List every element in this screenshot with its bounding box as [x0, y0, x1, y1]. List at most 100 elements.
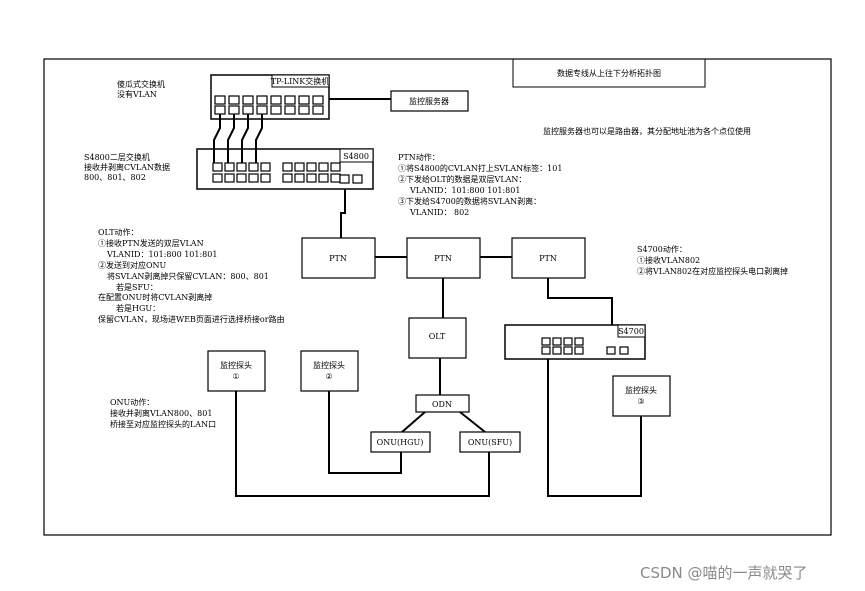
tplink-port	[256, 95, 268, 105]
svg-text:ONU动作：: ONU动作：	[110, 397, 154, 407]
s4700-port	[541, 346, 551, 355]
s4800-label: S4800	[343, 152, 369, 161]
svg-text:VLANID：101:800 101:801: VLANID：101:800 101:801	[106, 250, 217, 259]
s4800-ports	[212, 162, 363, 184]
olt-box	[408, 317, 467, 359]
tplink-switch: TP-LINK交换机	[210, 74, 330, 120]
tplink-port	[256, 105, 268, 115]
s4700-port	[541, 337, 551, 346]
monitor-server-box	[390, 90, 469, 112]
ptn-action-note: PTN动作： ①将S4800的CVLAN打上SVLAN标签：101 ②下发给OL…	[398, 152, 562, 217]
svg-text:接收并剥离VLAN800、801: 接收并剥离VLAN800、801	[110, 408, 212, 418]
onu-sfu-label: ONU(SFU)	[468, 438, 512, 447]
s4800-port	[236, 162, 247, 172]
svg-text:没有VLAN: 没有VLAN	[117, 89, 157, 99]
tplink-ports	[214, 95, 324, 115]
title-box	[512, 58, 706, 88]
s4700-port	[563, 346, 573, 355]
link-ptn-s4700	[547, 278, 613, 325]
svg-text:桥接至对应监控探头的LAN口: 桥接至对应监控探头的LAN口	[110, 419, 216, 429]
s4800-port	[330, 162, 341, 172]
s4700-label: S4700	[618, 327, 644, 336]
s4800-note: S4800二层交换机 接收并剥离CVLAN数据 800、801、802	[84, 152, 170, 182]
s4800-port	[248, 173, 259, 183]
tplink-port	[270, 105, 282, 115]
svg-text:VLANID： 802: VLANID： 802	[409, 208, 469, 217]
tplink-port	[284, 105, 296, 115]
patch-cable	[255, 114, 263, 163]
s4800-port	[212, 173, 223, 183]
svg-text:②下发给OLT的数据是双层VLAN：: ②下发给OLT的数据是双层VLAN：	[398, 174, 526, 184]
s4700-uplink-port	[619, 346, 629, 355]
tplink-port	[284, 95, 296, 105]
s4700-port	[574, 337, 584, 346]
ptn-label-2: PTN	[434, 254, 452, 263]
svg-text:将SVLAN剥离掉只保留CVLAN：800、801: 将SVLAN剥离掉只保留CVLAN：800、801	[107, 271, 269, 281]
diagram-frame	[43, 58, 832, 536]
camera-number-2: ②	[325, 372, 332, 381]
s4800-port	[306, 162, 317, 172]
monitor-server-note: 监控服务器也可以是路由器，其分配地址池为各个点位使用	[543, 126, 751, 136]
svg-text:保留CVLAN，现场进WEB页面进行选择桥接or路由: 保留CVLAN，现场进WEB页面进行选择桥接or路由	[98, 314, 285, 324]
tplink-port	[312, 105, 324, 115]
s4800-port	[306, 173, 317, 183]
svg-text:S4700动作：: S4700动作：	[637, 244, 687, 254]
s4700-uplink-port	[606, 346, 616, 355]
link-odn-onu-sfu	[459, 411, 486, 433]
odn-label: ODN	[432, 400, 452, 409]
s4800-port	[260, 173, 271, 183]
svg-text:②将VLAN802在对应监控探头电口剥离掉: ②将VLAN802在对应监控探头电口剥离掉	[637, 266, 788, 276]
patch-cable	[227, 114, 235, 163]
s4800-port	[260, 162, 271, 172]
link-camera1-onu-sfu	[235, 391, 490, 497]
s4700-switch: S4700	[504, 324, 646, 360]
s4700-port	[574, 346, 584, 355]
svg-text:OLT动作：: OLT动作：	[98, 227, 139, 237]
onu-action-note: ONU动作： 接收并剥离VLAN800、801 桥接至对应监控探头的LAN口	[110, 397, 216, 429]
tplink-port	[242, 95, 254, 105]
camera-box-2	[300, 350, 359, 392]
link-camera2-onu-hgu	[328, 391, 402, 474]
watermark: CSDN @喵的一声就哭了	[640, 564, 808, 582]
camera-label-1: 监控探头	[220, 360, 252, 370]
camera-label-2: 监控探头	[313, 360, 345, 370]
camera-number-3: ③	[637, 397, 644, 406]
svg-text:接收并剥离CVLAN数据: 接收并剥离CVLAN数据	[84, 162, 170, 172]
s4700-port	[552, 346, 562, 355]
link-s4800-ptn	[340, 189, 346, 238]
onu-hgu-label: ONU(HGU)	[377, 438, 424, 447]
s4800-port	[330, 173, 341, 183]
s4800-port	[212, 162, 223, 172]
tplink-port	[242, 105, 254, 115]
tplink-port	[298, 95, 310, 105]
svg-text:PTN动作：: PTN动作：	[398, 152, 440, 162]
camera-box-1	[207, 350, 266, 392]
tplink-port	[312, 95, 324, 105]
ptn-box-1	[301, 237, 376, 279]
s4800-port	[236, 173, 247, 183]
patch-cable	[241, 114, 249, 163]
svg-text:①将S4800的CVLAN打上SVLAN标签：101: ①将S4800的CVLAN打上SVLAN标签：101	[398, 163, 562, 173]
svg-text:在配置ONU时将CVLAN剥离掉: 在配置ONU时将CVLAN剥离掉	[98, 292, 212, 302]
svg-text:若是HGU：: 若是HGU：	[116, 303, 160, 313]
s4800-uplink-port	[352, 174, 363, 184]
tplink-label: TP-LINK交换机	[271, 76, 329, 86]
svg-text:③下发给S4700的数据将SVLAN剥离：: ③下发给S4700的数据将SVLAN剥离：	[398, 196, 541, 206]
s4800-port	[224, 173, 235, 183]
s4800-port	[248, 162, 259, 172]
tplink-port	[214, 105, 226, 115]
camera-box-3	[612, 375, 671, 417]
s4700-action-note: S4700动作： ①接收VLAN802 ②将VLAN802在对应监控探头电口剥离…	[637, 244, 788, 276]
link-s4700-camera3	[547, 359, 642, 497]
svg-text:①接收VLAN802: ①接收VLAN802	[637, 255, 700, 265]
odn-box	[415, 394, 470, 413]
s4800-port	[294, 173, 305, 183]
s4800-port	[282, 162, 293, 172]
camera-number-1: ①	[232, 372, 239, 381]
tplink-port	[270, 95, 282, 105]
s4800-port	[282, 173, 293, 183]
diagram-title: 数据专线从上往下分析拓扑图	[557, 68, 661, 78]
svg-text:800、801、802: 800、801、802	[84, 173, 146, 182]
monitor-server-label: 监控服务器	[409, 96, 449, 106]
